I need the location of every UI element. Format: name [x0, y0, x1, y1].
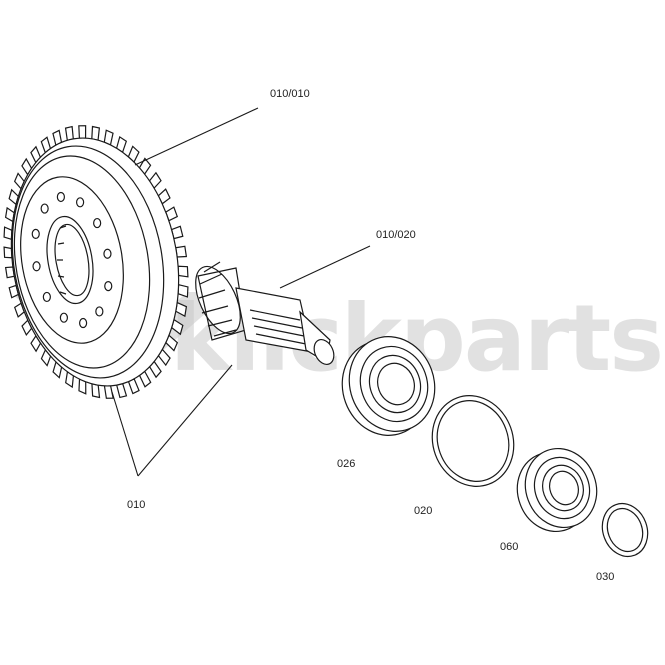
bearing-small — [516, 447, 598, 533]
label-bearing-small: 060 — [500, 541, 518, 553]
gear-tooth — [115, 382, 128, 399]
gear-tooth — [103, 385, 114, 399]
bolt-hole — [31, 228, 40, 239]
gear-tooth — [177, 265, 189, 278]
gear-tooth — [91, 125, 101, 141]
bearing-large — [341, 336, 436, 436]
ring-gear-bolt-holes — [31, 191, 113, 329]
gear-tooth — [3, 226, 13, 241]
label-pinion-shaft: 010/020 — [376, 229, 416, 241]
gear-tooth — [64, 125, 74, 142]
gear-tooth — [78, 125, 87, 139]
retaining-ring — [601, 502, 649, 558]
bolt-hole — [40, 203, 49, 214]
label-shim-ring: 020 — [414, 505, 432, 517]
pinion-shaft — [195, 261, 335, 365]
bolt-hole — [103, 248, 112, 259]
bolt-hole — [95, 306, 104, 317]
bolt-hole — [59, 312, 68, 323]
ring-gear — [3, 125, 189, 399]
bolt-hole — [104, 281, 113, 292]
bolt-hole — [32, 261, 41, 272]
label-ring-gear-assembly: 010/010 — [270, 88, 310, 100]
leader-line-010-left — [111, 391, 139, 477]
bolt-hole — [42, 291, 51, 303]
leader-line-pinion — [279, 245, 371, 289]
bolt-hole — [79, 317, 88, 329]
leader-line-010-right — [137, 364, 233, 477]
label-bearing-large: 026 — [337, 458, 355, 470]
label-retaining-ring: 030 — [596, 571, 614, 583]
leader-lines — [111, 107, 371, 477]
shim-ring — [431, 395, 515, 487]
gear-tooth — [3, 246, 13, 259]
gear-tooth — [91, 383, 101, 399]
leader-line-ring-gear — [134, 107, 259, 166]
bolt-hole — [76, 197, 85, 208]
label-bevel-gear-set: 010 — [127, 499, 145, 511]
bolt-hole — [93, 217, 102, 229]
bolt-hole — [56, 191, 65, 203]
